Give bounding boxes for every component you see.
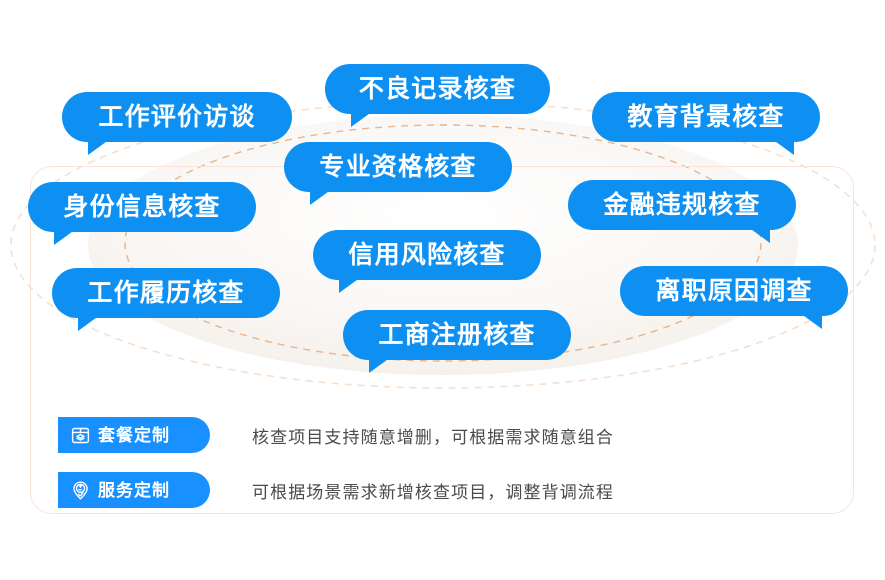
check-item-bubble[interactable]: 离职原因调查 [620, 266, 848, 329]
check-item-bubble[interactable]: 信用风险核查 [313, 230, 541, 293]
check-item-label: 离职原因调查 [655, 276, 813, 305]
check-item-label: 工作评价访谈 [98, 102, 256, 131]
feature-pill-label: 套餐定制 [98, 425, 170, 445]
bubble-tail [772, 139, 794, 155]
check-item-bubble[interactable]: 工商注册核查 [343, 310, 571, 373]
bubble-tail [310, 189, 332, 205]
check-item-bubble[interactable]: 工作评价访谈 [62, 92, 292, 155]
bubble-tail [369, 357, 391, 373]
feature-description: 可根据场景需求新增核查项目，调整背调流程 [252, 482, 614, 502]
bubble-tail [78, 315, 100, 331]
feature-description: 核查项目支持随意增删，可根据需求随意组合 [252, 427, 614, 447]
bubble-tail [339, 277, 361, 293]
check-item-label: 专业资格核查 [319, 152, 477, 181]
check-item-bubble[interactable]: 身份信息核查 [28, 182, 256, 245]
bubble-tail [88, 139, 110, 155]
check-item-bubble[interactable]: 不良记录核查 [325, 64, 550, 127]
check-item-bubble[interactable]: 金融违规核查 [568, 180, 796, 243]
bubble-tail [54, 229, 76, 245]
check-item-label: 金融违规核查 [603, 190, 761, 219]
check-item-label: 不良记录核查 [358, 74, 517, 103]
check-item-bubble[interactable]: 教育背景核查 [592, 92, 820, 155]
bubble-tail [748, 227, 770, 243]
check-item-label: 工作履历核查 [87, 278, 245, 307]
check-item-label: 工商注册核查 [378, 320, 536, 349]
check-item-label: 信用风险核查 [348, 240, 506, 269]
feature-pill[interactable]: 服务定制 [58, 472, 210, 508]
service-pin-icon [70, 480, 91, 501]
bubble-tail [800, 313, 822, 329]
bubble-tail [351, 111, 373, 127]
check-item-label: 教育背景核查 [627, 102, 785, 131]
feature-pill[interactable]: 套餐定制 [58, 417, 210, 453]
check-item-label: 身份信息核查 [63, 192, 221, 221]
check-item-bubble[interactable]: 工作履历核查 [52, 268, 280, 331]
feature-row: 服务定制 可根据场景需求新增核查项目，调整背调流程 [58, 472, 614, 508]
package-window-icon [70, 425, 91, 446]
feature-row: 套餐定制 核查项目支持随意增删，可根据需求随意组合 [58, 417, 614, 453]
feature-pill-label: 服务定制 [98, 480, 170, 500]
check-item-bubble[interactable]: 专业资格核查 [284, 142, 512, 205]
